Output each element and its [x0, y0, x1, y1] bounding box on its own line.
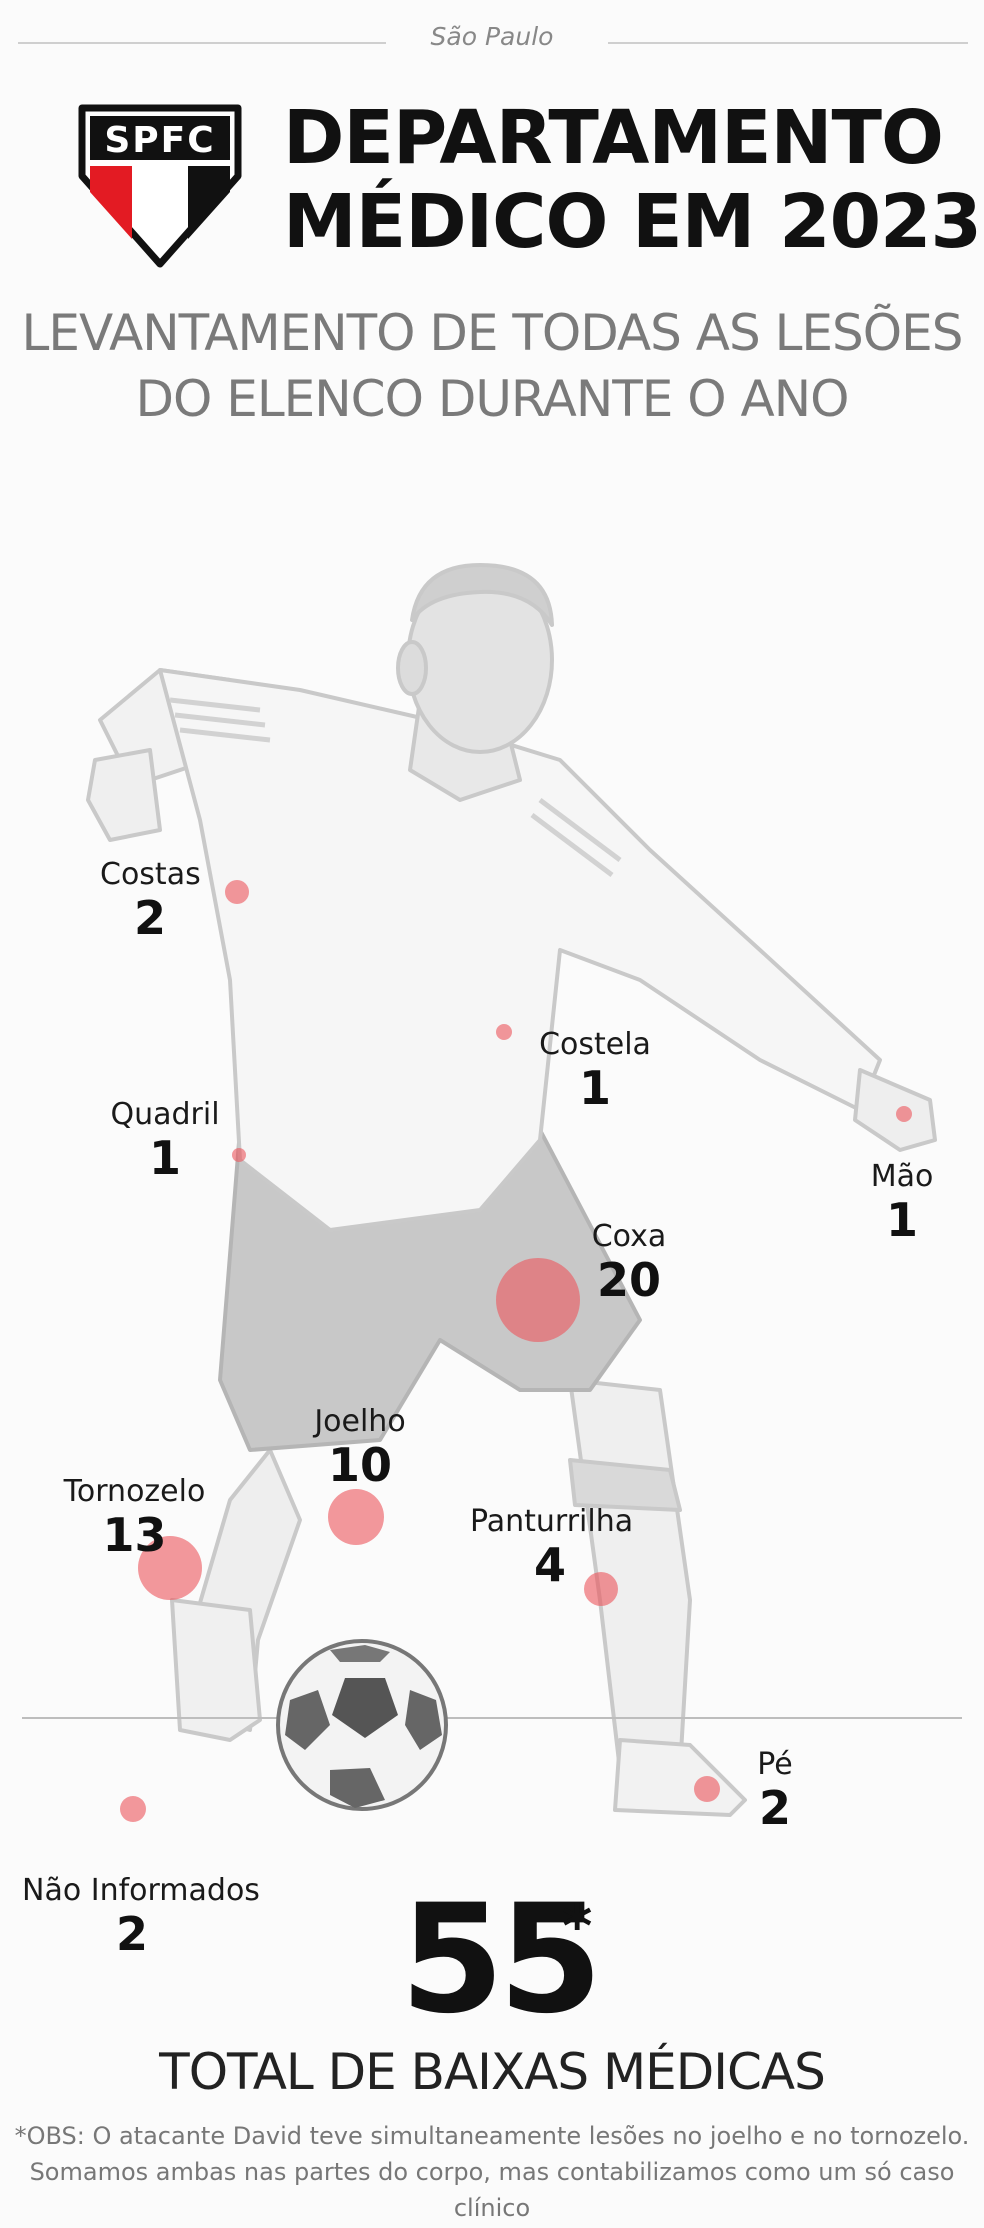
title-line-1: DEPARTAMENTO: [283, 95, 944, 181]
footnote-line-2: Somamos ambas nas partes do corpo, mas c…: [29, 2158, 955, 2222]
footnote: *OBS: O atacante David teve simultaneame…: [0, 2118, 984, 2226]
total-count: 55: [400, 1873, 603, 2047]
marker-pe: [694, 1776, 720, 1802]
title-line-2: MÉDICO EM 2023: [283, 179, 982, 265]
marker-panturrilha: [584, 1572, 618, 1606]
total-asterisk: *: [562, 1892, 593, 1960]
crest-text: SPFC: [104, 120, 215, 161]
top-rule-right: [608, 42, 968, 44]
marker-tornozelo: [138, 1536, 202, 1600]
total-label: TOTAL DE BAIXAS MÉDICAS: [159, 2043, 826, 2101]
page-title: DEPARTAMENTO MÉDICO EM 2023: [283, 95, 982, 265]
player-illustration: [22, 563, 962, 1817]
soccer-ball-icon: [276, 1639, 448, 1811]
marker-nao-informados: [120, 1796, 146, 1822]
subtitle: LEVANTAMENTO DE TODAS AS LESÕES DO ELENC…: [0, 300, 984, 432]
top-rule-left: [18, 42, 386, 44]
subtitle-line-1: LEVANTAMENTO DE TODAS AS LESÕES: [21, 304, 964, 362]
marker-coxa: [496, 1258, 580, 1342]
marker-joelho: [328, 1489, 384, 1545]
location-label: São Paulo: [430, 22, 554, 51]
marker-costela: [496, 1024, 512, 1040]
footnote-line-1: *OBS: O atacante David teve simultaneame…: [14, 2122, 970, 2150]
marker-costas: [225, 880, 249, 904]
marker-quadril: [232, 1148, 246, 1162]
subtitle-line-2: DO ELENCO DURANTE O ANO: [135, 370, 849, 428]
marker-mao: [896, 1106, 912, 1122]
spfc-crest-logo: SPFC: [78, 104, 242, 268]
